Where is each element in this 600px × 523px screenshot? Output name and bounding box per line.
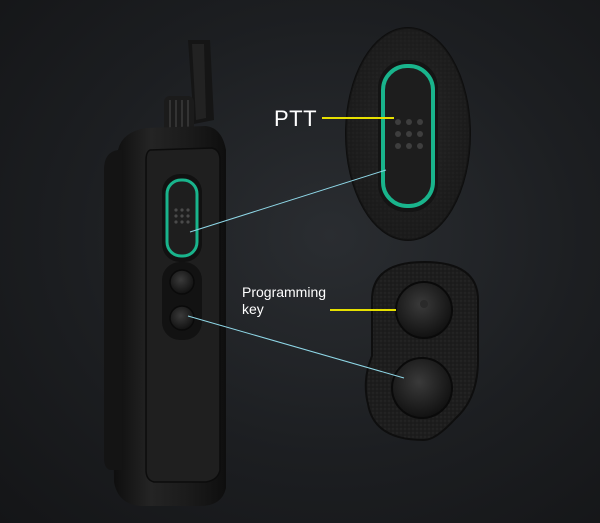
programming-label-line1: Programming <box>242 284 327 300</box>
side-programming-buttons <box>162 262 202 340</box>
programming-zoom-pad <box>364 260 479 442</box>
programming-label-line2: key <box>242 301 264 317</box>
ptt-zoom-pad <box>345 27 471 241</box>
antenna <box>188 40 214 124</box>
side-ptt-button <box>162 174 202 262</box>
programming-key-label: Programming key <box>242 284 352 318</box>
volume-knob <box>164 96 194 136</box>
programming-connector-line <box>187 315 405 379</box>
ptt-dots <box>395 119 423 149</box>
ptt-label: PTT <box>274 106 318 131</box>
ptt-connector-line <box>189 169 387 233</box>
